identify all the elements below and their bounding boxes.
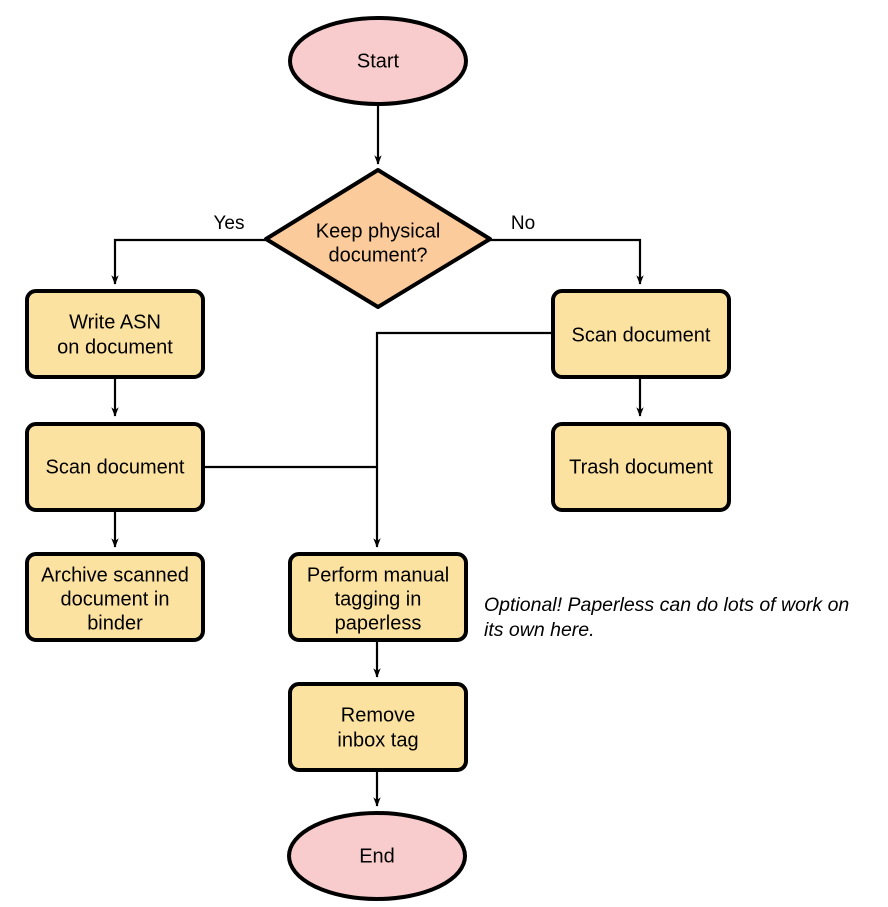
end-ellipse[interactable] [287,811,467,901]
start-ellipse[interactable] [288,16,468,106]
tagging-label-line1: Perform manual [307,564,449,586]
decision-label-line1: Keep physical [316,220,441,242]
remove-inbox-label-line1: Remove [341,704,415,726]
annotation-optional-note: Optional! Paperless can do lots of work … [484,594,849,641]
write-asn-label-line2: on document [57,336,173,358]
start-label: Start [357,50,400,72]
tagging-label-line3: paperless [335,612,422,634]
scan-document-left-label: Scan document [46,456,185,478]
optional-note-line2: its own here. [484,619,595,641]
node-remove-inbox-tag[interactable]: Remove inbox tag [288,682,468,772]
write-asn-label-line1: Write ASN [69,311,161,333]
edges-layer [111,105,644,807]
end-label: End [359,845,395,867]
remove-inbox-tag-box[interactable] [288,682,468,772]
node-write-asn[interactable]: Write ASN on document [25,289,205,379]
node-scan-document-right[interactable]: Scan document [551,289,731,379]
edge-labels-layer: Yes No [214,213,536,234]
remove-inbox-label-line2: inbox tag [337,729,418,751]
scan-document-right-box[interactable] [551,289,731,379]
edge-label-no: No [511,213,535,234]
edge-decision-yes-to-write-asn [111,238,266,285]
node-perform-manual-tagging[interactable]: Perform manual tagging in paperless [288,552,468,642]
decision-label-line2: document? [329,244,428,266]
archive-label-line2: document in [61,588,170,610]
node-start[interactable]: Start [288,16,468,106]
scan-document-left-box[interactable] [25,422,205,512]
archive-box[interactable] [25,552,205,642]
edge-label-yes: Yes [214,213,245,234]
archive-label-line3: binder [87,612,143,634]
tagging-label-line2: tagging in [335,588,422,610]
node-end[interactable]: End [287,811,467,901]
optional-note-line1: Optional! Paperless can do lots of work … [484,594,849,616]
trash-document-label: Trash document [569,456,713,478]
write-asn-box[interactable] [25,289,205,379]
node-scan-document-left[interactable]: Scan document [25,422,205,512]
tagging-box[interactable] [288,552,468,642]
archive-label-line1: Archive scanned [41,564,189,586]
node-trash-document[interactable]: Trash document [551,422,731,512]
edge-decision-no-to-scan-right [490,238,644,285]
decision-diamond[interactable] [264,168,492,309]
edge-scan-right-to-tagging [373,331,551,548]
node-decision-keep-physical-document[interactable]: Keep physical document? [264,168,492,309]
trash-document-box[interactable] [551,422,731,512]
scan-document-right-label: Scan document [572,324,711,346]
node-archive-scanned-document[interactable]: Archive scanned document in binder [25,552,205,642]
